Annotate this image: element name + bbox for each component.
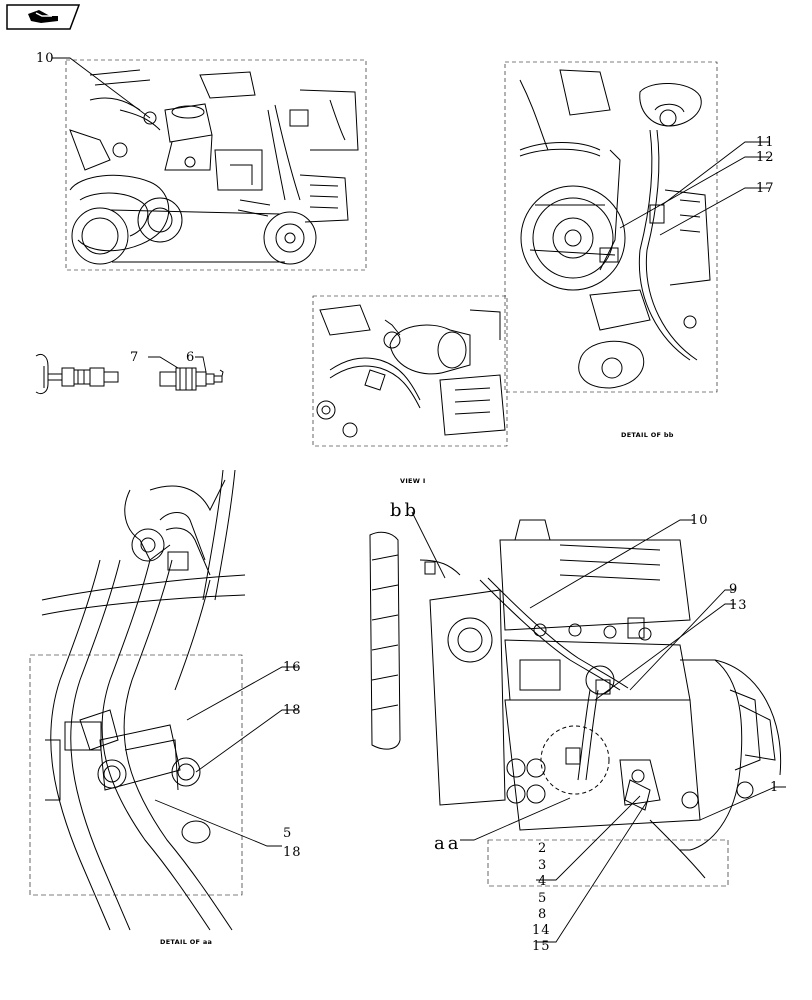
callout-sensor-parts-1: 6 <box>186 350 195 365</box>
callout-main-view-8: 4 <box>538 874 547 889</box>
callout-detail-aa-3: 18 <box>283 845 302 860</box>
callout-view-top-right-2: 17 <box>756 181 775 196</box>
callout-view-top-right-1: 12 <box>756 150 775 165</box>
caption-view-one: VIEW I <box>400 477 426 485</box>
engine-view-top-left <box>65 59 367 271</box>
hand-pointer-icon <box>6 4 81 30</box>
engine-view-one <box>312 295 508 447</box>
callout-detail-aa-2: 5 <box>283 826 292 841</box>
callout-main-view-6: 2 <box>538 841 547 856</box>
callout-main-view-9: 5 <box>538 891 547 906</box>
callout-main-view-11: 14 <box>532 923 551 938</box>
callout-main-view-5: 1 <box>770 780 779 795</box>
callout-view-top-left-0: 10 <box>36 51 55 66</box>
leader-lines <box>52 57 786 943</box>
callout-main-view-2: 9 <box>729 582 738 597</box>
callout-detail-aa-0: 16 <box>283 660 302 675</box>
detail-aa-illustration <box>29 469 246 931</box>
callout-main-view-3: 13 <box>729 598 748 613</box>
callout-view-top-right-0: 11 <box>756 135 775 150</box>
engine-view-top-right <box>504 61 718 393</box>
callout-main-view-7: 3 <box>538 858 547 873</box>
caption-detail-bb: DETAIL OF bb <box>621 431 674 439</box>
sensor-parts <box>35 353 224 395</box>
callout-main-view-4: aa <box>434 833 461 854</box>
callout-sensor-parts-0: 7 <box>130 350 139 365</box>
callout-detail-aa-1: 18 <box>283 703 302 718</box>
caption-detail-aa: DETAIL OF aa <box>160 938 213 946</box>
callout-main-view-0: bb <box>390 500 419 521</box>
callout-main-view-10: 8 <box>538 907 547 922</box>
callout-main-view-1: 10 <box>690 513 709 528</box>
main-engine-illustration <box>369 519 782 887</box>
back-navigation-button[interactable] <box>6 4 81 30</box>
callout-main-view-12: 15 <box>532 939 551 954</box>
